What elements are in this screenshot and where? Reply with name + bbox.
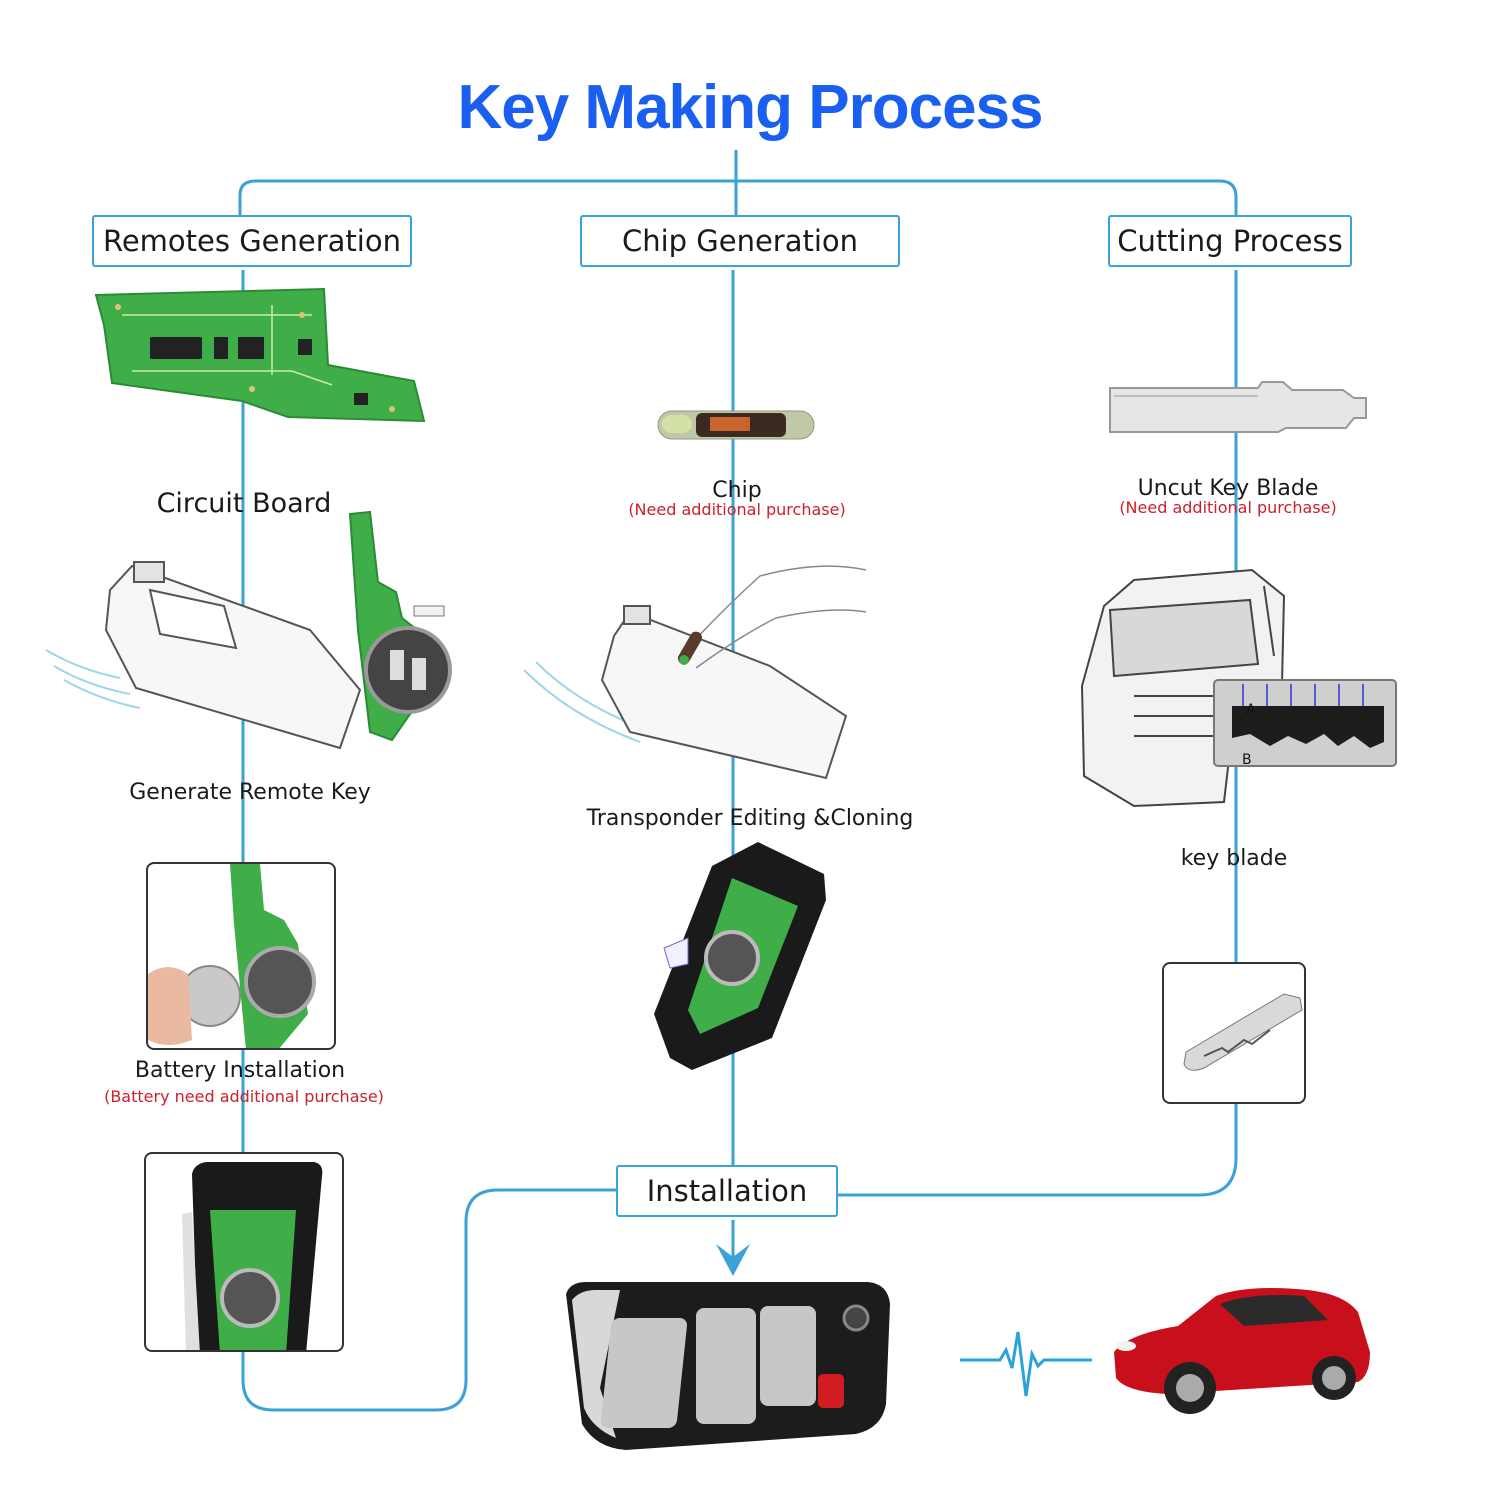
label-chip: Chip [712,478,762,503]
cut-chart-label-a: A [1246,702,1256,718]
label-generate-remote-key: Generate Remote Key [129,780,371,805]
top-branch [238,179,1238,215]
uncut-key-blade-image [1109,381,1367,433]
page-title: Key Making Process [457,73,1043,142]
transponder-chip-image [657,410,815,440]
battery-installation-photo [146,862,336,1050]
flip-key-image [654,842,826,1070]
note-battery-purchase: (Battery need additional purchase) [104,1087,384,1106]
note-chip-purchase: (Need additional purchase) [628,500,846,519]
label-transponder-editing: Transponder Editing &Cloning [586,806,914,831]
label-battery-installation: Battery Installation [134,1058,346,1083]
note-blade-purchase: (Need additional purchase) [1119,498,1337,517]
red-car-image [1114,1288,1370,1414]
label-key-blade: key blade [1180,846,1288,871]
finished-remote-key-image [566,1282,890,1450]
signal-wave-icon [960,1331,1092,1397]
key-programmer-device-image [45,510,452,750]
label-circuit-board: Circuit Board [156,488,332,519]
circuit-board-image [94,287,426,423]
label-uncut-key-blade: Uncut Key Blade [1137,476,1319,501]
cut-key-blade-photo [1162,962,1306,1104]
key-cutting-machine-image: A B [1080,568,1397,808]
stage-remotes-generation: Remotes Generation [92,215,412,267]
right-vertical-to-installation [836,270,1238,1197]
left-vertical-to-installation [241,270,616,1412]
key-programmer-chip-image [523,565,867,780]
cut-chart-label-b: B [1242,752,1252,768]
stage-chip-generation: Chip Generation [580,215,900,267]
stage-cutting-process: Cutting Process [1108,215,1352,267]
down-arrow-icon [716,1244,750,1276]
remote-shell-photo [144,1152,344,1352]
stage-installation: Installation [616,1165,838,1217]
